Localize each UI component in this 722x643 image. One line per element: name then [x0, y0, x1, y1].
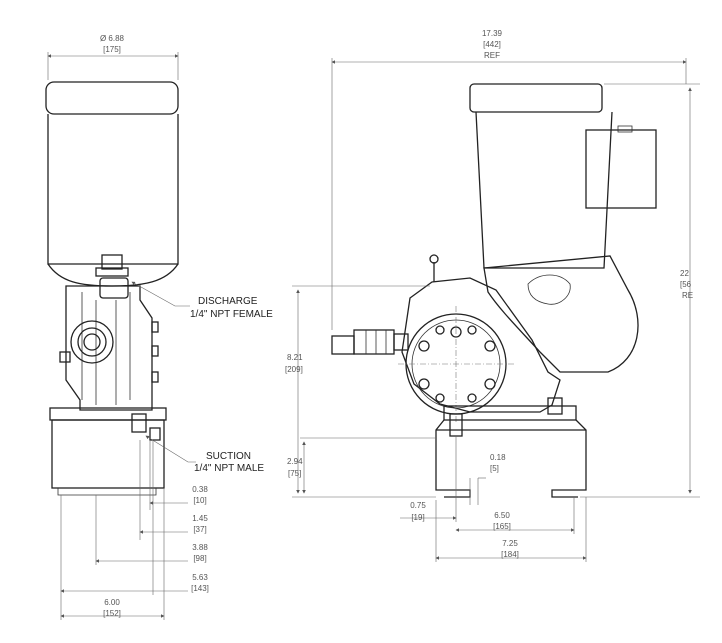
side-base-bolt-right: [547, 397, 563, 415]
front-base-foot: [57, 488, 157, 496]
dim-length-in: 17.39: [482, 29, 503, 38]
dim-diameter-mm: [175]: [103, 45, 121, 54]
dim-height-note: RE: [682, 291, 693, 300]
dim-length-note: REF: [484, 51, 500, 60]
side-valve-knob: [331, 335, 355, 355]
front-pump-housing: [65, 285, 153, 411]
side-head-bolt-t1: [435, 325, 445, 335]
dim-650-mm: [165]: [493, 522, 511, 531]
side-vent: [429, 254, 439, 264]
dim-shaft-in: 8.21: [287, 353, 303, 362]
side-valve-threads: [365, 330, 387, 354]
front-suction-fitting: [131, 413, 147, 433]
dim-725-mm: [184]: [501, 550, 519, 559]
dim-slot-in: 0.18: [490, 453, 506, 462]
dim-shaft-mm: [209]: [285, 365, 303, 374]
side-pump-body: [401, 277, 561, 413]
side-head-bolt-ul: [418, 340, 430, 352]
front-bolt-r2: [151, 345, 159, 357]
front-pump-ribs: [81, 292, 131, 405]
side-gear-housing: [483, 255, 639, 373]
callout-discharge-1: DISCHARGE: [198, 296, 258, 307]
front-motor-body: [47, 114, 179, 265]
dim-base-in: 2.94: [287, 457, 303, 466]
front-base-block: [51, 419, 165, 489]
front-motor-cap: [45, 81, 179, 115]
side-base-top: [443, 405, 577, 421]
front-bolt-left: [59, 351, 71, 363]
side-housing-window: [527, 274, 571, 305]
dim-563-in: 5.63: [192, 573, 208, 582]
dim-388-mm: [98]: [193, 554, 206, 563]
front-coupling-plate: [95, 267, 129, 277]
callout-discharge-2: 1/4" NPT FEMALE: [190, 309, 273, 320]
dim-075-in: 0.75: [410, 501, 426, 510]
dim-650-in: 6.50: [494, 511, 510, 520]
dim-145-mm: [37]: [193, 525, 206, 534]
side-head-bolt-b1: [435, 393, 445, 403]
front-port-outer: [70, 320, 114, 364]
front-coupling: [101, 254, 123, 270]
dim-388-in: 3.88: [192, 543, 208, 552]
dim-038-in: 0.38: [192, 485, 208, 494]
dim-600-in: 6.00: [104, 598, 120, 607]
dim-base-mm: [75]: [288, 469, 301, 478]
dim-075-mm: [19]: [411, 513, 424, 522]
side-head-bolt-ll: [418, 378, 430, 390]
side-head-bolt-t2: [467, 325, 477, 335]
dim-length-mm: [442]: [483, 40, 501, 49]
side-valve-nut: [393, 333, 409, 351]
front-port-inner: [83, 333, 101, 351]
front-bolt-r1: [151, 321, 159, 333]
front-view: [45, 81, 179, 496]
side-head-bolt-lr: [484, 378, 496, 390]
callout-suction-1: SUCTION: [206, 451, 251, 462]
dim-145-in: 1.45: [192, 514, 208, 523]
dim-600-mm: [152]: [103, 609, 121, 618]
side-motor-body: [475, 111, 613, 269]
side-bracket-right: [551, 419, 587, 498]
dim-diameter-in: Ø 6.88: [100, 34, 125, 43]
side-junction-tab: [617, 125, 633, 133]
dim-563-mm: [143]: [191, 584, 209, 593]
side-motor-cap: [469, 83, 603, 113]
callout-suction-2: 1/4" NPT MALE: [194, 463, 264, 474]
front-motor-flange: [47, 263, 179, 287]
side-bracket-left: [435, 419, 471, 498]
side-valve-body: [353, 329, 395, 355]
dim-height-mm: [56: [680, 280, 692, 289]
dim-slot-mm: [5]: [490, 464, 499, 473]
side-dimensions: 17.39 [442] REF 22 [56 RE 8.21 [209] 2.9…: [285, 29, 700, 562]
side-head-bolt-ur: [484, 340, 496, 352]
side-junction-box: [585, 129, 657, 209]
front-port-mid: [77, 327, 107, 357]
front-bolt-r3: [151, 371, 159, 383]
front-dimensions: Ø 6.88 [175] 0.38 [10] 1.45 [37] 3.88 [9…: [47, 34, 209, 620]
side-view: [331, 83, 657, 498]
dim-height-in: 22: [680, 269, 689, 278]
front-discharge-port: [99, 277, 129, 299]
callouts: DISCHARGE 1/4" NPT FEMALE SUCTION 1/4" N…: [131, 281, 273, 474]
dim-038-mm: [10]: [193, 496, 206, 505]
side-head-bolt-b2: [467, 393, 477, 403]
front-suction-nut: [149, 427, 161, 441]
dim-725-in: 7.25: [502, 539, 518, 548]
